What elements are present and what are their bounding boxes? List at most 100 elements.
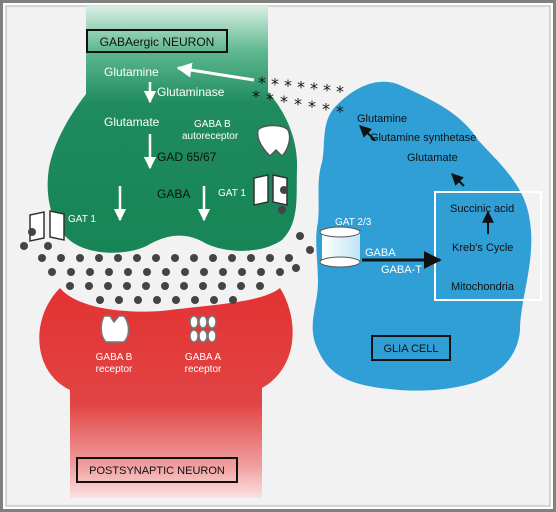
glutaminase-label: Glutaminase — [157, 85, 225, 99]
gaba-dot — [161, 282, 169, 290]
gaba-dot — [153, 296, 161, 304]
gaba-b-autoreceptor-icon — [256, 124, 291, 158]
gaba-dot — [105, 268, 113, 276]
gaba-dot — [104, 282, 112, 290]
gaba-dot — [257, 268, 265, 276]
gaba-dot — [38, 254, 46, 262]
asterisk-glutamine-icon: * — [322, 100, 330, 119]
gaba-glia-label: GABA — [365, 247, 396, 259]
gaba-dot — [296, 232, 304, 240]
gaba-dot — [48, 268, 56, 276]
asterisk-glutamine-icon: * — [294, 95, 302, 114]
gaba-dot — [28, 228, 36, 236]
gaba-dot — [218, 282, 226, 290]
gaba-dot — [20, 242, 28, 250]
gaba-dot — [152, 254, 160, 262]
mitochondria-box — [434, 191, 542, 301]
gaba-dot — [278, 206, 286, 214]
gaba-dot — [143, 268, 151, 276]
glutamine-transfer-asterisks: ************** — [252, 73, 344, 121]
asterisk-glutamine-icon: * — [258, 73, 266, 92]
gaba-dot — [76, 254, 84, 262]
gad-label: GAD 65/67 — [157, 150, 217, 164]
gaba-dot — [209, 254, 217, 262]
glutamine-neuron-label: Glutamine — [104, 65, 159, 79]
asterisk-glutamine-icon: * — [280, 92, 288, 111]
glia-cell-label-box — [371, 335, 451, 361]
gaba-dot — [172, 296, 180, 304]
gaba-dot — [123, 282, 131, 290]
gaba-dot — [57, 254, 65, 262]
gaba-dot — [256, 282, 264, 290]
gaba-dot — [181, 268, 189, 276]
asterisk-glutamine-icon: * — [323, 81, 331, 100]
gaba-dot — [306, 246, 314, 254]
gaba-dot — [237, 282, 245, 290]
gaba-dot — [228, 254, 236, 262]
asterisk-glutamine-icon: * — [252, 87, 260, 106]
gaba-dot — [114, 254, 122, 262]
gaba-dot — [66, 282, 74, 290]
gaba-dot — [280, 186, 288, 194]
presynaptic-arrows — [113, 82, 211, 222]
gaba-dot — [276, 268, 284, 276]
gaba-dot — [191, 296, 199, 304]
gaba-a-receptor-label-2: receptor — [185, 364, 222, 375]
asterisk-glutamine-icon: * — [271, 75, 279, 94]
gaba-dot — [162, 268, 170, 276]
gaba-dot — [115, 296, 123, 304]
gaba-dot — [86, 268, 94, 276]
gaba-dot — [210, 296, 218, 304]
gaba-dot — [133, 254, 141, 262]
gat1-left-transporter-icon — [29, 210, 65, 242]
asterisk-glutamine-icon: * — [336, 102, 344, 121]
postsynaptic-label-box — [76, 457, 238, 483]
gat23-transporter-top — [319, 226, 361, 238]
gaba-dot — [124, 268, 132, 276]
gaba-dot — [85, 282, 93, 290]
gaba-dot — [96, 296, 104, 304]
succinic-acid-label: Succinic acid — [450, 203, 514, 215]
glia-cell-label: GLIA CELL — [383, 343, 438, 355]
glia-cell-body — [312, 81, 532, 391]
postsynaptic-neuron-label: POSTSYNAPTIC NEURON — [89, 465, 225, 477]
gaba-dot — [199, 282, 207, 290]
gat1-left-label: GAT 1 — [68, 214, 96, 225]
gaba-dot — [95, 254, 103, 262]
gaba-b-autoreceptor-label-1: GABA B — [194, 119, 231, 130]
gaba-a-receptor-icon — [189, 315, 217, 343]
gaba-dot — [134, 296, 142, 304]
gaba-dot — [247, 254, 255, 262]
gaba-dot — [238, 268, 246, 276]
gaba-b-autoreceptor-label-2: autoreceptor — [182, 131, 239, 142]
mitochondria-label: Mitochondria — [451, 281, 515, 293]
gabaergic-neuron-body — [47, 6, 298, 253]
gaba-dot — [171, 254, 179, 262]
gaba-molecule-dots — [20, 186, 314, 304]
glutamine-synthetase-label: Glutamine synthetase — [370, 132, 476, 144]
succinic-to-glutamate-arrow — [451, 173, 465, 187]
gaba-dot — [285, 254, 293, 262]
glia-arrows — [359, 125, 494, 269]
glutamate-neuron-label: Glutamate — [104, 115, 160, 129]
gaba-dot — [190, 254, 198, 262]
gabaergic-neuron-label-box — [86, 29, 228, 53]
gaba-dot — [67, 268, 75, 276]
synthetase-arrow — [359, 125, 376, 141]
asterisk-glutamine-icon: * — [308, 97, 316, 116]
gat23-label: GAT 2/3 — [335, 217, 372, 228]
gaba-neuron-label: GABA — [157, 187, 190, 201]
glutamate-glia-label: Glutamate — [407, 152, 458, 164]
asterisk-glutamine-icon: * — [284, 76, 292, 95]
gat23-transporter-bottom — [319, 256, 361, 268]
asterisk-glutamine-icon: * — [336, 82, 344, 101]
glutamine-glia-label: Glutamine — [357, 113, 407, 125]
gaba-b-receptor-label-1: GABA B — [96, 352, 133, 363]
gabaergic-neuron-label: GABAergic NEURON — [100, 35, 215, 49]
gaba-dot — [142, 282, 150, 290]
gaba-t-label: GABA-T — [381, 264, 422, 276]
glutamine-return-arrow — [176, 62, 255, 82]
asterisk-glutamine-icon: * — [297, 78, 305, 97]
gat1-right-label: GAT 1 — [218, 188, 246, 199]
